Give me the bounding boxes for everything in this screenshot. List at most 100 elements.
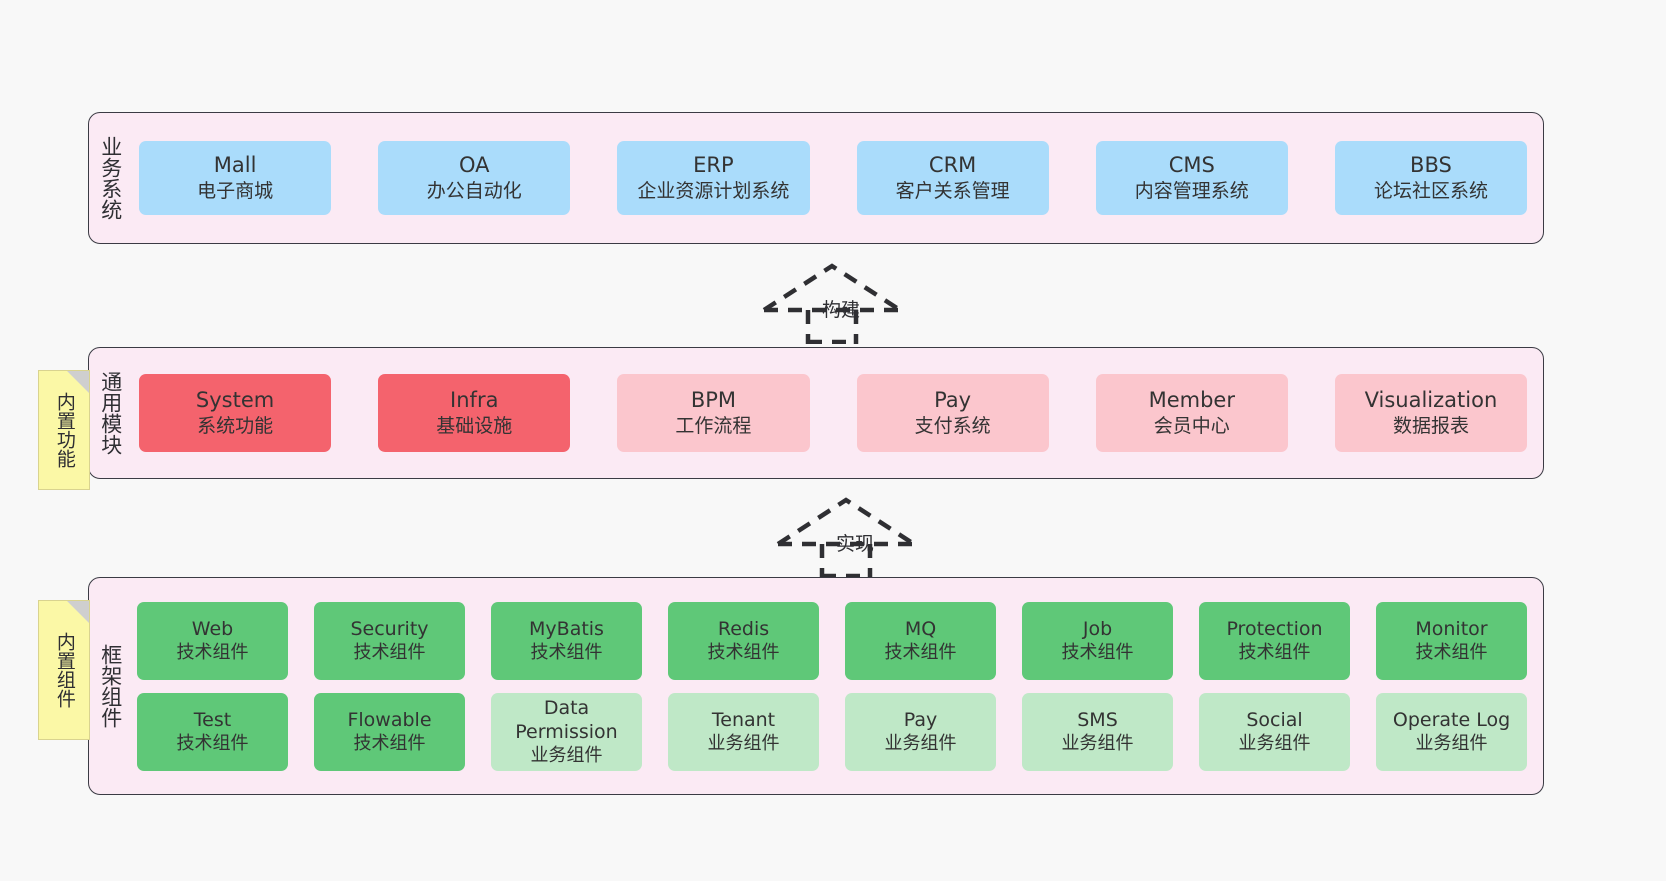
layer-title-framework: 框架组件	[98, 644, 123, 728]
card-mybatis[interactable]: MyBatis 技术组件	[491, 601, 642, 680]
card-title: MyBatis	[529, 617, 604, 640]
card-subtitle: 技术组件	[707, 642, 780, 664]
card-subtitle: 系统功能	[197, 415, 274, 438]
card-visualization[interactable]: Visualization 数据报表	[1334, 374, 1528, 452]
card-title: OA	[458, 153, 490, 178]
card-pay-component[interactable]: Pay 业务组件	[845, 692, 996, 771]
layer-business-systems[interactable]: 业务系统 Mall 电子商城 OA 办公自动化 ERP 企业资源计划系统 CRM	[88, 112, 1544, 244]
card-security[interactable]: Security 技术组件	[314, 601, 465, 680]
note-builtin-components[interactable]: 内置组件	[38, 600, 90, 740]
card-bbs[interactable]: BBS 论坛社区系统	[1334, 141, 1528, 215]
card-title: Monitor	[1415, 617, 1488, 640]
arrow-implement: 实现	[764, 492, 954, 579]
card-data-permission[interactable]: Data Permission 业务组件	[491, 692, 642, 771]
card-title: Pay	[903, 708, 938, 731]
card-title: CRM	[928, 153, 977, 178]
card-mall[interactable]: Mall 电子商城	[139, 141, 332, 215]
card-monitor[interactable]: Monitor 技术组件	[1376, 601, 1527, 680]
card-operate-log[interactable]: Operate Log 业务组件	[1376, 692, 1527, 771]
card-title: Tenant	[711, 708, 776, 731]
note-label: 内置功能	[53, 392, 76, 468]
card-title: ERP	[693, 153, 734, 178]
card-title: Data Permission	[515, 696, 618, 743]
card-title: Member	[1148, 388, 1235, 413]
layer-title-business: 业务系统	[98, 136, 123, 220]
card-title: Mall	[213, 153, 257, 178]
layer-body-business: Mall 电子商城 OA 办公自动化 ERP 企业资源计划系统 CRM 客户关系…	[131, 113, 1543, 243]
card-title: MQ	[904, 617, 937, 640]
card-subtitle: 技术组件	[530, 642, 603, 664]
modules-card-row: System 系统功能 Infra 基础设施 BPM 工作流程 Pay 支付系统…	[139, 374, 1533, 452]
card-title: Job	[1082, 617, 1113, 640]
note-builtin-functions[interactable]: 内置功能	[38, 370, 90, 490]
card-subtitle: 技术组件	[1061, 642, 1134, 664]
card-job[interactable]: Job 技术组件	[1022, 601, 1173, 680]
card-infra[interactable]: Infra 基础设施	[378, 374, 571, 452]
card-subtitle: 业务组件	[707, 733, 780, 755]
card-oa[interactable]: OA 办公自动化	[378, 141, 571, 215]
card-title: Redis	[717, 617, 770, 640]
arrow-build-icon	[762, 263, 902, 345]
arrow-build: 构建	[750, 258, 940, 345]
card-subtitle: 客户关系管理	[895, 180, 1010, 203]
card-subtitle: 技术组件	[176, 733, 249, 755]
framework-row-technical: Web 技术组件 Security 技术组件 MyBatis 技术组件 Redi…	[137, 601, 1533, 680]
card-subtitle: 基础设施	[436, 415, 513, 438]
arrow-implement-icon	[776, 497, 916, 579]
card-subtitle: 业务组件	[1061, 733, 1134, 755]
card-subtitle: 电子商城	[197, 180, 274, 203]
layer-framework-components[interactable]: 框架组件 Web 技术组件 Security 技术组件 MyBatis 技术组件…	[88, 577, 1544, 795]
card-subtitle: 论坛社区系统	[1373, 180, 1488, 203]
card-protection[interactable]: Protection 技术组件	[1199, 601, 1350, 680]
card-subtitle: 技术组件	[353, 642, 426, 664]
card-crm[interactable]: CRM 客户关系管理	[856, 141, 1049, 215]
note-fold-icon	[67, 371, 89, 393]
card-subtitle: 技术组件	[884, 642, 957, 664]
card-title: BPM	[690, 388, 737, 413]
card-title: Web	[191, 617, 234, 640]
card-subtitle: 技术组件	[353, 733, 426, 755]
card-subtitle: 业务组件	[1238, 733, 1311, 755]
layer-common-modules[interactable]: 通用模块 System 系统功能 Infra 基础设施 BPM 工作流程 Pay	[88, 347, 1544, 479]
card-title: Operate Log	[1392, 708, 1511, 731]
card-title: Pay	[934, 388, 972, 413]
card-subtitle: 业务组件	[530, 745, 603, 767]
card-tenant[interactable]: Tenant 业务组件	[668, 692, 819, 771]
card-title: Social	[1246, 708, 1303, 731]
card-subtitle: 技术组件	[1415, 642, 1488, 664]
layer-title-modules: 通用模块	[98, 371, 123, 455]
card-subtitle: 业务组件	[1415, 733, 1488, 755]
card-web[interactable]: Web 技术组件	[137, 601, 288, 680]
note-fold-icon	[67, 601, 89, 623]
card-flowable[interactable]: Flowable 技术组件	[314, 692, 465, 771]
card-title: Flowable	[347, 708, 432, 731]
card-erp[interactable]: ERP 企业资源计划系统	[617, 141, 810, 215]
layer-body-modules: System 系统功能 Infra 基础设施 BPM 工作流程 Pay 支付系统…	[131, 348, 1543, 478]
note-label: 内置组件	[53, 632, 76, 708]
card-cms[interactable]: CMS 内容管理系统	[1095, 141, 1288, 215]
card-subtitle: 办公自动化	[426, 180, 522, 203]
card-subtitle: 会员中心	[1153, 415, 1230, 438]
card-mq[interactable]: MQ 技术组件	[845, 601, 996, 680]
card-pay-module[interactable]: Pay 支付系统	[856, 374, 1049, 452]
card-title: Protection	[1226, 617, 1323, 640]
card-bpm[interactable]: BPM 工作流程	[617, 374, 810, 452]
card-title: System	[195, 388, 275, 413]
card-subtitle: 技术组件	[176, 642, 249, 664]
card-subtitle: 技术组件	[1238, 642, 1311, 664]
card-member[interactable]: Member 会员中心	[1095, 374, 1288, 452]
card-sms[interactable]: SMS 业务组件	[1022, 692, 1173, 771]
card-social[interactable]: Social 业务组件	[1199, 692, 1350, 771]
card-subtitle: 工作流程	[675, 415, 752, 438]
card-system[interactable]: System 系统功能	[139, 374, 332, 452]
card-subtitle: 业务组件	[884, 733, 957, 755]
card-title: BBS	[1410, 153, 1452, 178]
card-subtitle: 内容管理系统	[1134, 180, 1249, 203]
card-test[interactable]: Test 技术组件	[137, 692, 288, 771]
card-redis[interactable]: Redis 技术组件	[668, 601, 819, 680]
card-subtitle: 支付系统	[914, 415, 991, 438]
card-subtitle: 数据报表	[1392, 415, 1469, 438]
layer-body-framework: Web 技术组件 Security 技术组件 MyBatis 技术组件 Redi…	[131, 578, 1543, 794]
card-title: Test	[193, 708, 232, 731]
